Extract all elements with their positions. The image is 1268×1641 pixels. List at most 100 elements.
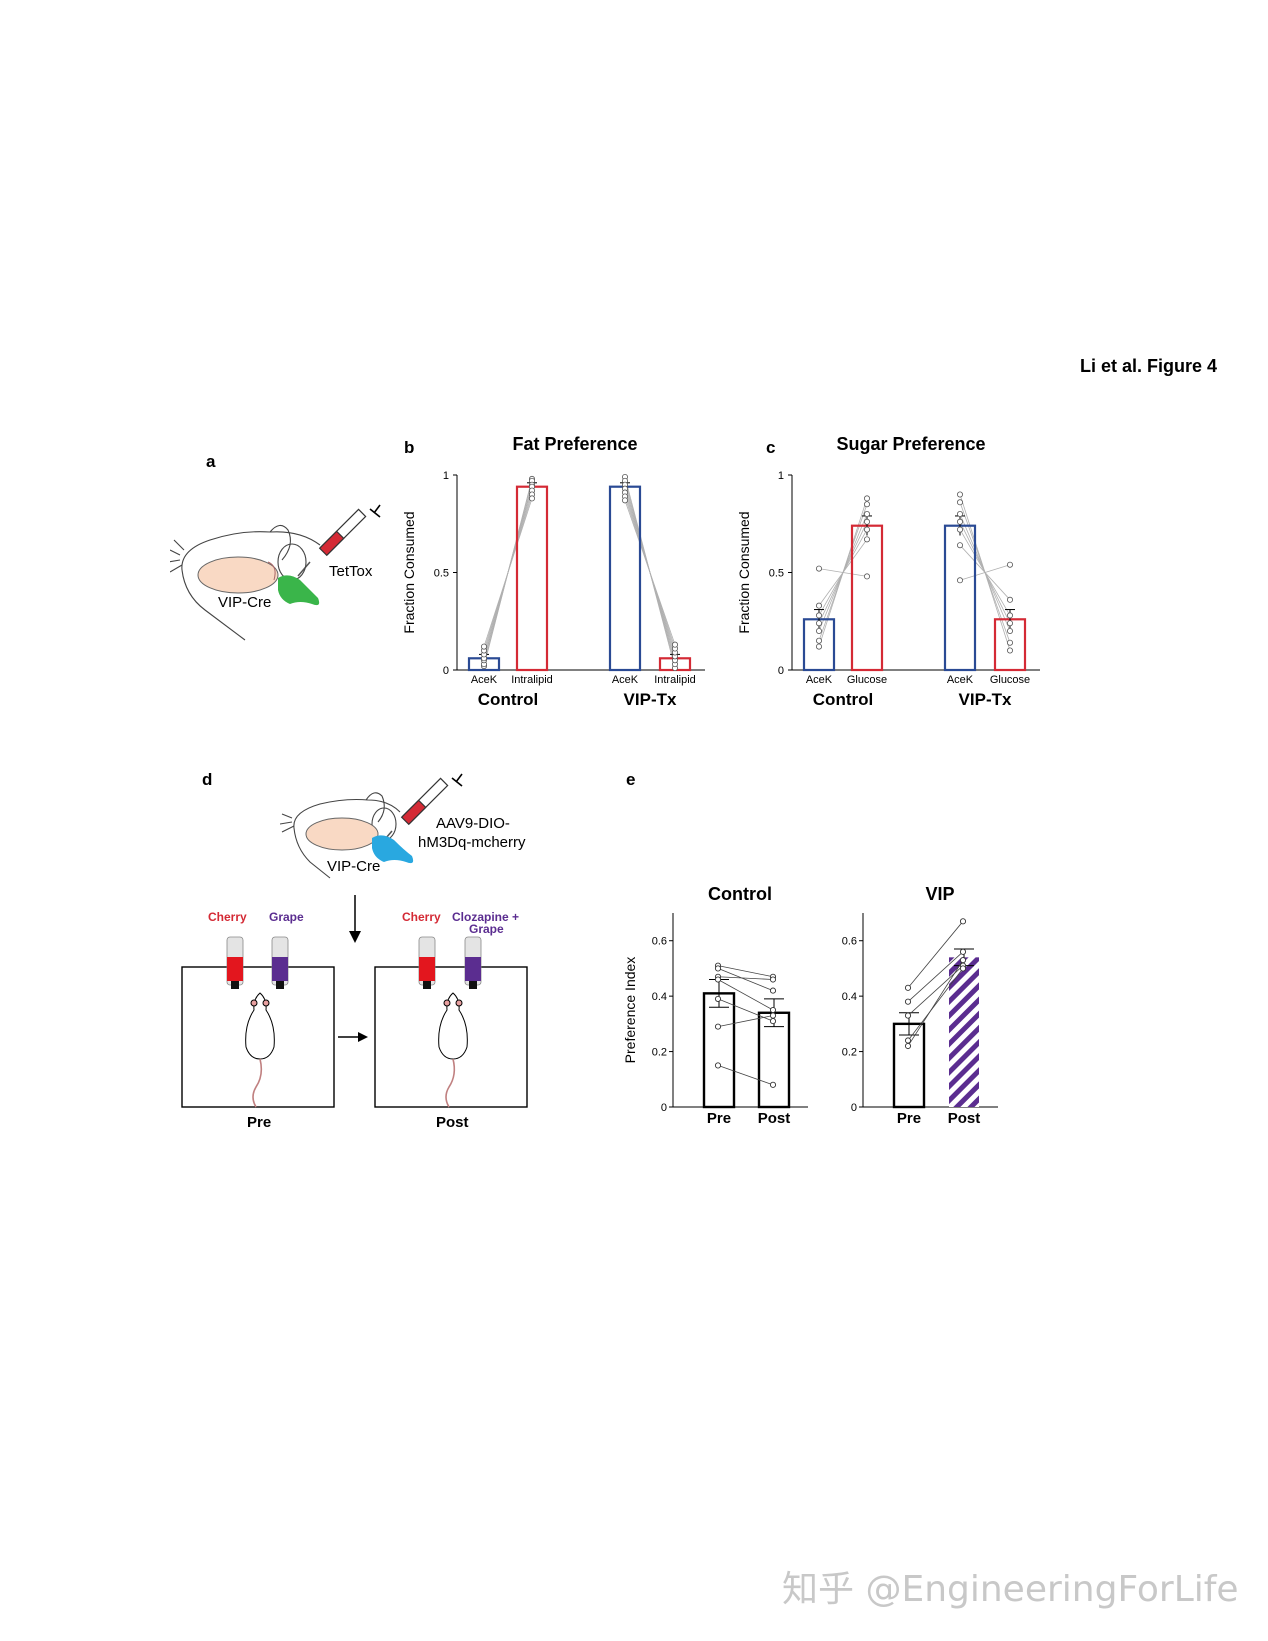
post-label-d: Post (436, 1114, 469, 1131)
data-point (959, 965, 967, 972)
data-point (816, 627, 823, 634)
x-tick-label: Glucose (990, 674, 1030, 686)
chart-title-e-control: Control (708, 884, 772, 904)
watermark-text: 知乎 @EngineeringForLife (782, 1569, 1239, 1610)
pre-bottle2-label: Grape (269, 910, 304, 924)
bar-pre (892, 1022, 926, 1109)
data-point (714, 995, 722, 1002)
data-point (1006, 639, 1013, 646)
data-point (863, 511, 870, 518)
post-bottle2-label-line2: Grape (469, 922, 504, 936)
brain-schematic-d (280, 773, 463, 879)
data-point (956, 499, 963, 506)
chart-title-b: Fat Preference (512, 434, 638, 454)
data-point (904, 998, 912, 1005)
paired-line (717, 1065, 774, 1086)
panel-letter-c: c (766, 438, 776, 457)
data-point (621, 497, 628, 504)
data-point (904, 1037, 912, 1044)
bar-pre (702, 992, 736, 1109)
arrow-right-icon (338, 1032, 368, 1042)
pre-cage (181, 936, 335, 1108)
neuron-cyan-shape (372, 835, 414, 864)
group-label: VIP-Tx (959, 690, 1012, 709)
data-point (816, 565, 823, 572)
data-point (904, 1042, 912, 1050)
data-point (863, 526, 870, 533)
data-point (1006, 612, 1013, 619)
data-point (816, 620, 823, 627)
x-tick-label: Post (758, 1110, 791, 1127)
brain-shape (197, 556, 279, 594)
paired-line (483, 498, 533, 647)
data-point (769, 1012, 777, 1019)
y-tick-label: 0.2 (652, 1047, 667, 1059)
data-point (481, 643, 488, 650)
x-tick-label: AceK (806, 674, 833, 686)
vip-cre-label-a: VIP-Cre (218, 594, 272, 611)
arrow-down-icon (349, 895, 361, 943)
y-axis-label: Preference Index (622, 957, 638, 1064)
data-point (904, 984, 912, 991)
data-point (863, 495, 870, 502)
data-point (816, 643, 823, 650)
x-tick-label: Post (948, 1110, 981, 1127)
bar-intralipid (515, 485, 549, 672)
data-point (863, 501, 870, 508)
data-point (1006, 620, 1013, 627)
post-bottle2-label-line1: Clozapine + (452, 910, 520, 924)
y-axis-label: Fraction Consumed (736, 511, 752, 633)
data-point (956, 526, 963, 533)
x-tick-label: Intralipid (654, 674, 696, 686)
data-point (714, 1062, 722, 1069)
y-tick-label: 0.5 (769, 568, 784, 580)
post-bottle1-label: Cherry (402, 910, 441, 924)
data-point (714, 1023, 722, 1030)
data-point (956, 577, 963, 584)
paired-line (717, 1015, 774, 1028)
tettox-label: TetTox (329, 563, 373, 580)
data-point (769, 1018, 777, 1025)
paired-line (959, 564, 1011, 581)
x-tick-label: Pre (707, 1110, 731, 1127)
data-point (816, 612, 823, 619)
data-point (816, 602, 823, 609)
data-point (714, 965, 722, 972)
data-point (769, 987, 777, 994)
y-tick-label: 0.6 (842, 936, 857, 948)
bar-acek (608, 485, 642, 672)
figure-title: Li et al. Figure 4 (1080, 356, 1218, 376)
brain-shape (305, 817, 379, 851)
data-point (1006, 647, 1013, 654)
neuron-green-shape (278, 575, 320, 606)
data-point (959, 948, 967, 955)
data-point (714, 976, 722, 983)
pre-label-d: Pre (247, 1114, 272, 1131)
x-tick-label: AceK (471, 674, 498, 686)
data-point (671, 641, 678, 648)
mouse-icon (438, 992, 468, 1108)
data-point (959, 957, 967, 964)
x-tick-label: Pre (897, 1110, 921, 1127)
paired-line (907, 921, 964, 989)
paired-line (907, 968, 964, 1041)
panel-letter-d: d (202, 770, 213, 789)
paired-line (624, 500, 676, 645)
x-tick-label: Intralipid (511, 674, 553, 686)
y-tick-label: 0 (851, 1102, 857, 1114)
y-tick-label: 0 (443, 665, 449, 677)
syringe-icon (297, 504, 381, 577)
data-point (863, 518, 870, 525)
x-tick-label: AceK (947, 674, 974, 686)
y-axis-label: Fraction Consumed (401, 511, 417, 633)
y-tick-label: 0 (778, 665, 784, 677)
group-label: Control (478, 690, 538, 709)
virus-label-line1: AAV9-DIO- (436, 815, 510, 832)
y-tick-label: 0.2 (842, 1047, 857, 1059)
chart-title-c: Sugar Preference (836, 434, 986, 454)
y-tick-label: 0 (661, 1102, 667, 1114)
data-point (904, 1012, 912, 1019)
bar-glucose (850, 524, 884, 672)
